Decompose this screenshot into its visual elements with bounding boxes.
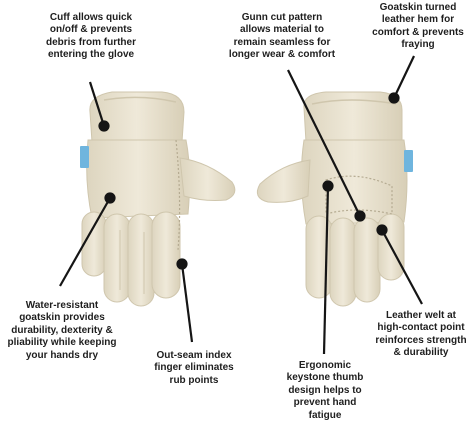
callout-water-resistant-line: goatskin provides [19, 312, 105, 324]
callout-gunn-cut: Gunn cut pattern allows material to rema… [224, 12, 340, 62]
left-glove-icon [80, 91, 236, 307]
callout-out-seam: Out-seam index finger eliminates rub poi… [144, 350, 244, 387]
callout-gunn-cut-line: longer wear & comfort [228, 49, 336, 61]
callout-hem: Goatskin turned leather hem for comfort … [368, 2, 468, 52]
callout-water-resistant-line: Water-resistant [25, 300, 99, 311]
callout-hem-line: comfort & prevents [372, 26, 464, 38]
callout-welt-line: reinforces strength [375, 334, 467, 346]
callout-welt-line: Leather welt at [385, 310, 457, 321]
callout-out-seam-line: rub points [169, 374, 219, 386]
callout-hem-line: Goatskin turned [379, 2, 457, 13]
callout-cuff-line: Cuff allows quick [49, 12, 133, 23]
callout-welt-line: & durability [393, 347, 449, 359]
callout-water-resistant-line: your hands dry [25, 349, 99, 361]
callout-gunn-cut-line: Gunn cut pattern [241, 12, 323, 23]
callout-keystone: Ergonomic keystone thumb design helps to… [280, 360, 370, 422]
callout-welt: Leather welt at high-contact point reinf… [370, 310, 472, 360]
callout-hem-line: fraying [401, 39, 435, 51]
callout-keystone-line: keystone thumb [286, 372, 364, 384]
callout-gunn-cut-line: remain seamless for [233, 36, 331, 48]
callout-out-seam-line: Out-seam index [156, 350, 232, 361]
callout-hem-line: leather hem for [381, 14, 455, 26]
callout-keystone-line: fatigue [308, 409, 342, 421]
callout-water-resistant: Water-resistant goatskin provides durabi… [0, 300, 124, 362]
callout-water-resistant-line: durability, dexterity & [11, 324, 113, 336]
callout-cuff-line: debris from further [45, 36, 136, 48]
callout-keystone-line: prevent hand [293, 397, 357, 409]
callout-keystone-line: Ergonomic [298, 360, 352, 371]
callout-welt-line: high-contact point [377, 322, 465, 334]
callout-cuff-line: entering the glove [47, 49, 135, 61]
callout-keystone-line: design helps to [288, 384, 362, 396]
callout-gunn-cut-line: allows material to [240, 24, 324, 36]
right-glove-icon [256, 91, 413, 307]
callout-cuff-line: on/off & prevents [49, 24, 133, 36]
callout-water-resistant-line: pliability while keeping [7, 337, 117, 349]
callout-out-seam-line: finger eliminates [154, 362, 234, 374]
callout-cuff: Cuff allows quick on/off & prevents debr… [36, 12, 146, 62]
